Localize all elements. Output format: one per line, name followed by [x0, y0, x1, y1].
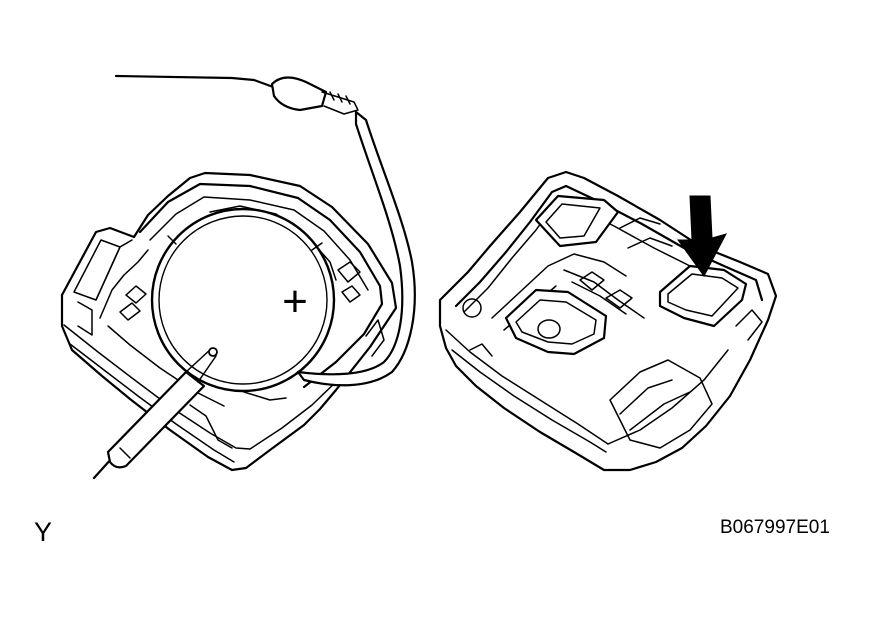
corner-letter: Y: [34, 517, 53, 547]
upper-button: [534, 194, 620, 248]
tester-probe: [92, 347, 218, 480]
tester-lead-with-clip: [114, 74, 416, 387]
lower-button: [504, 288, 608, 356]
figure-code: B067997E01: [720, 517, 830, 538]
coin-battery: [150, 207, 336, 393]
press-down-arrow-icon: [677, 195, 727, 277]
positive-terminal-symbol: +: [282, 277, 308, 326]
